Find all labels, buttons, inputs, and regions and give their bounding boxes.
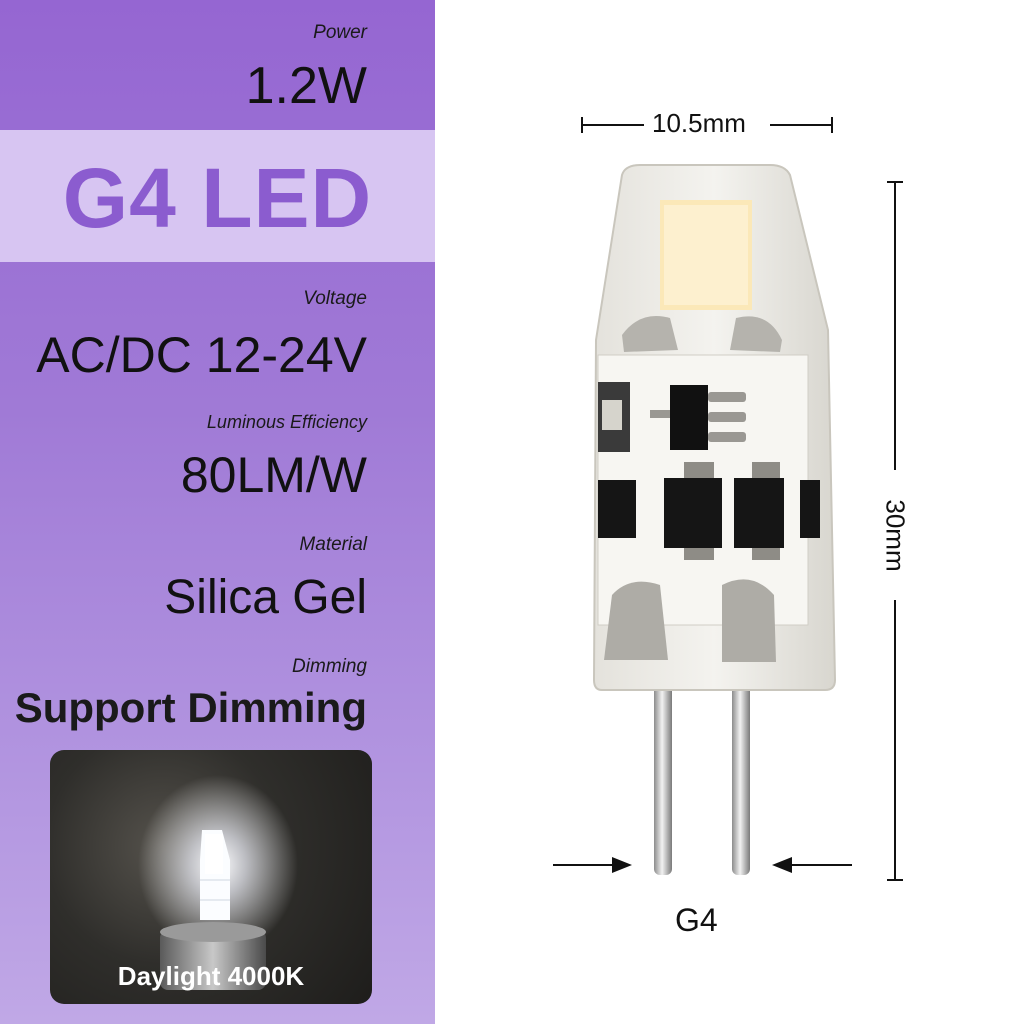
rectifier-center	[664, 478, 722, 548]
spec-value-efficiency: 80LM/W	[180, 447, 367, 503]
height-dimension-label: 30mm	[880, 499, 911, 572]
spec-label-material: Material	[299, 534, 367, 555]
spec-label-efficiency: Luminous Efficiency	[206, 412, 367, 432]
spec-label-power: Power	[313, 22, 367, 43]
bulb-pin-left	[654, 680, 672, 875]
spec-value-material: Silica Gel	[164, 571, 367, 624]
rectifier-left	[598, 480, 636, 538]
arrow-left-icon	[772, 857, 792, 873]
lit-bulb-icon	[138, 775, 298, 990]
title-band	[0, 130, 435, 262]
driver-ic	[670, 385, 708, 450]
arrow-right-icon	[612, 857, 632, 873]
product-title: G4 LED	[62, 151, 373, 245]
rectifier-right	[734, 478, 784, 548]
spec-value-power: 1.2W	[245, 57, 367, 115]
spec-value-dimming: Support Dimming	[14, 684, 367, 731]
photo-caption: Daylight 4000K	[117, 961, 305, 991]
base-type-label: G4	[675, 902, 718, 938]
spec-value-voltage: AC/DC 12-24V	[36, 327, 367, 383]
spec-label-voltage: Voltage	[303, 288, 367, 309]
width-dimension-label: 10.5mm	[652, 108, 746, 138]
bulb-pin-right	[732, 680, 750, 875]
bulb-illustration	[553, 117, 903, 881]
lit-bulb-photo: Daylight 4000K	[50, 750, 372, 1004]
spec-label-dimming: Dimming	[292, 656, 367, 677]
